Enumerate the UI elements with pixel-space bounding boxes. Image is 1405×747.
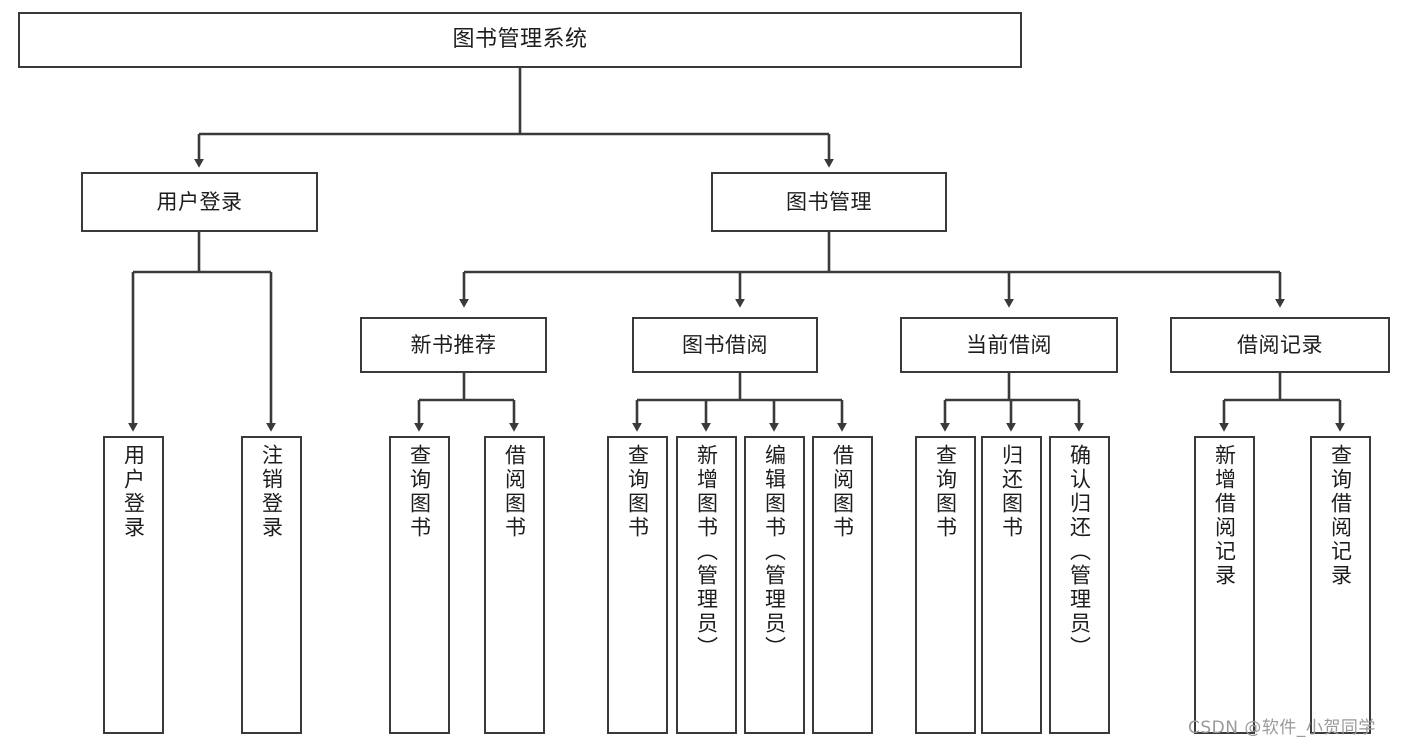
csdn-watermark: CSDN @软件_小贺同学: [1188, 718, 1376, 738]
node-label: 注销登录: [259, 444, 284, 540]
node-borrow-record[interactable]: 借阅记录: [1170, 317, 1390, 373]
node-label: 新增图书（管理员）: [694, 444, 719, 660]
node-label: 借阅图书: [830, 444, 855, 540]
leaf-user-login-signin[interactable]: 用户登录: [103, 436, 164, 734]
leaf-recommend-query-book[interactable]: 查询图书: [389, 436, 450, 734]
node-label: 确认归还（管理员）: [1067, 444, 1092, 660]
leaf-borrow-borrow-book[interactable]: 借阅图书: [812, 436, 873, 734]
node-current-borrow[interactable]: 当前借阅: [900, 317, 1118, 373]
leaf-recommend-borrow-book[interactable]: 借阅图书: [484, 436, 545, 734]
node-label: 查询图书: [933, 444, 958, 540]
leaf-borrow-edit-book-admin[interactable]: 编辑图书（管理员）: [744, 436, 805, 734]
node-label: 图书借阅: [682, 332, 768, 357]
node-label: 查询图书: [407, 444, 432, 540]
node-new-book-recommend[interactable]: 新书推荐: [360, 317, 547, 373]
node-label: 查询借阅记录: [1328, 444, 1353, 588]
node-label: 借阅图书: [502, 444, 527, 540]
leaf-current-confirm-return-admin[interactable]: 确认归还（管理员）: [1049, 436, 1110, 734]
leaf-current-query-book[interactable]: 查询图书: [915, 436, 976, 734]
node-label: 当前借阅: [966, 332, 1052, 357]
node-label: 新书推荐: [410, 332, 497, 357]
node-root-system[interactable]: 图书管理系统: [18, 12, 1022, 68]
node-label: 查询图书: [625, 444, 650, 540]
node-user-login[interactable]: 用户登录: [81, 172, 318, 232]
leaf-user-login-signout[interactable]: 注销登录: [241, 436, 302, 734]
leaf-borrow-query-book[interactable]: 查询图书: [607, 436, 668, 734]
leaf-record-query-record[interactable]: 查询借阅记录: [1310, 436, 1371, 734]
leaf-current-return-book[interactable]: 归还图书: [981, 436, 1042, 734]
node-label: 借阅记录: [1237, 332, 1323, 357]
node-label: 用户登录: [121, 444, 146, 540]
node-book-management[interactable]: 图书管理: [711, 172, 947, 232]
node-label: 归还图书: [999, 444, 1024, 540]
node-label: 图书管理: [786, 189, 872, 214]
node-label: 图书管理系统: [452, 27, 588, 53]
leaf-record-add-record[interactable]: 新增借阅记录: [1194, 436, 1255, 734]
node-label: 新增借阅记录: [1212, 444, 1237, 588]
node-book-borrow[interactable]: 图书借阅: [632, 317, 818, 373]
node-label: 编辑图书（管理员）: [762, 444, 787, 660]
node-label: 用户登录: [156, 189, 243, 214]
leaf-borrow-add-book-admin[interactable]: 新增图书（管理员）: [676, 436, 737, 734]
